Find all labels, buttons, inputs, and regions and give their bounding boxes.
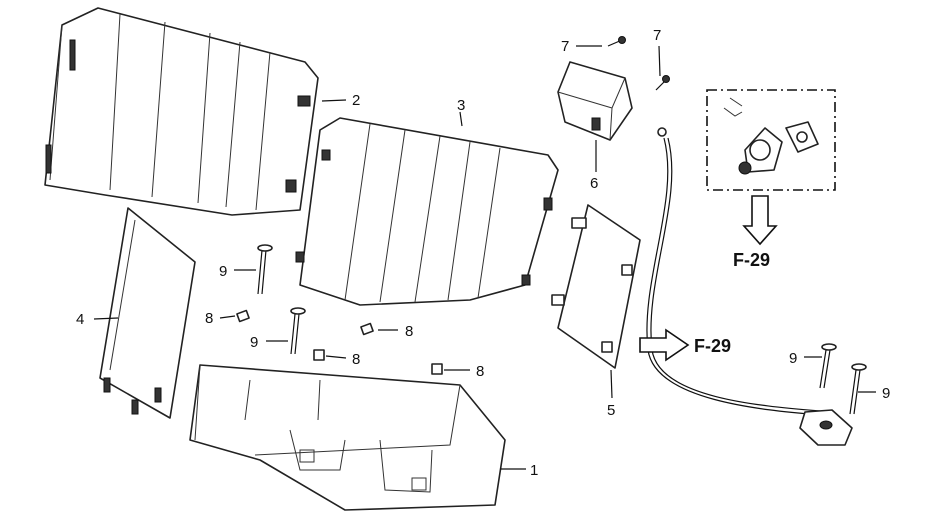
callout-3: 3: [457, 97, 465, 114]
part-6-switch-module: [557, 61, 633, 141]
callout-8d: 8: [476, 363, 484, 380]
arrow-right-icon: [639, 328, 690, 362]
part-4-left-panel: [99, 207, 196, 419]
callout-9c: 9: [789, 350, 797, 367]
part-8-nut-d: [431, 363, 443, 375]
callout-8c: 8: [352, 351, 360, 368]
part-9-screw-a: [257, 244, 273, 295]
callout-4: 4: [76, 311, 84, 328]
callout-1: 1: [530, 462, 538, 479]
cable-assembly: [646, 127, 853, 446]
callout-9a: 9: [219, 263, 227, 280]
callout-2: 2: [352, 92, 360, 109]
part-1-storage-tray: [189, 364, 506, 511]
callout-9b: 9: [250, 334, 258, 351]
part-3-middle-panel: [295, 117, 559, 306]
callout-9d: 9: [882, 385, 890, 402]
lock-assembly-box: [706, 89, 836, 191]
leader-lines: [93, 45, 876, 470]
arrow-down-icon: [742, 195, 778, 246]
part-9-screw-b: [290, 307, 306, 355]
callout-7b: 7: [653, 27, 661, 44]
part-8-clip-b: [360, 322, 374, 336]
part-5-right-panel: [551, 204, 641, 369]
reference-f29-cable: F-29: [694, 336, 731, 356]
callout-6: 6: [590, 175, 598, 192]
part-7-screw-a: [607, 36, 626, 47]
part-8-nut-c: [313, 349, 325, 361]
part-9-screw-c: [819, 343, 837, 389]
callout-5: 5: [607, 402, 615, 419]
callout-7a: 7: [561, 38, 569, 55]
part-9-screw-d: [849, 363, 867, 415]
reference-f29-lock: F-29: [733, 250, 770, 270]
callout-8b: 8: [405, 323, 413, 340]
part-7-screw-b: [655, 75, 670, 91]
part-2-rear-panel: [44, 7, 319, 216]
part-8-clip-a: [236, 309, 250, 323]
callout-8a: 8: [205, 310, 213, 327]
